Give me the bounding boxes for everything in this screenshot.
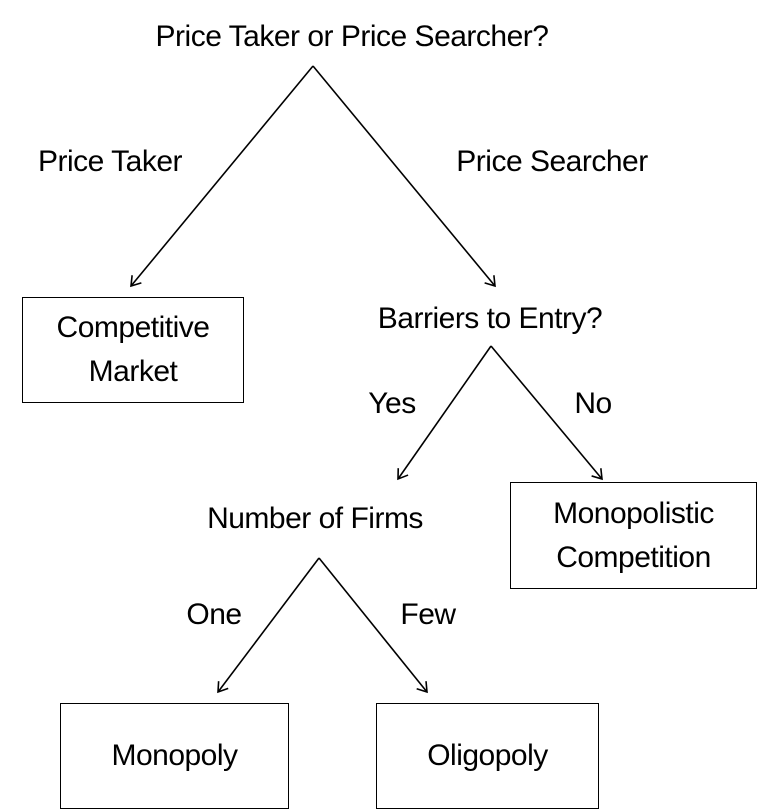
arrow-price-searcher <box>312 65 496 288</box>
result-line: Monopolistic <box>553 496 714 530</box>
root-question: Price Taker or Price Searcher? <box>155 20 549 53</box>
result-monopoly: Monopoly <box>60 703 289 809</box>
result-line: Monopoly <box>111 739 238 772</box>
arrow-few <box>318 557 428 694</box>
result-monopolistic-competition: Monopolistic Competition <box>510 482 757 589</box>
result-line: Oligopoly <box>427 739 548 772</box>
result-oligopoly: Oligopoly <box>376 703 599 809</box>
arrow-yes <box>397 345 492 481</box>
branch-label-yes: Yes <box>368 387 416 420</box>
arrow-price-taker <box>130 65 314 288</box>
branch-label-one: One <box>186 598 242 631</box>
arrow-no <box>490 345 603 481</box>
arrow-one <box>217 557 320 694</box>
barriers-question: Barriers to Entry? <box>377 302 603 335</box>
result-line: Competition <box>556 540 711 574</box>
result-competitive-market: Competitive Market <box>22 297 244 403</box>
branch-label-price-searcher: Price Searcher <box>456 145 648 178</box>
branch-label-price-taker: Price Taker <box>37 145 183 178</box>
result-line: Competitive <box>56 311 210 344</box>
firms-question: Number of Firms <box>207 502 423 535</box>
branch-label-few: Few <box>400 598 456 631</box>
branch-label-no: No <box>574 387 612 420</box>
result-line: Market <box>88 355 178 388</box>
